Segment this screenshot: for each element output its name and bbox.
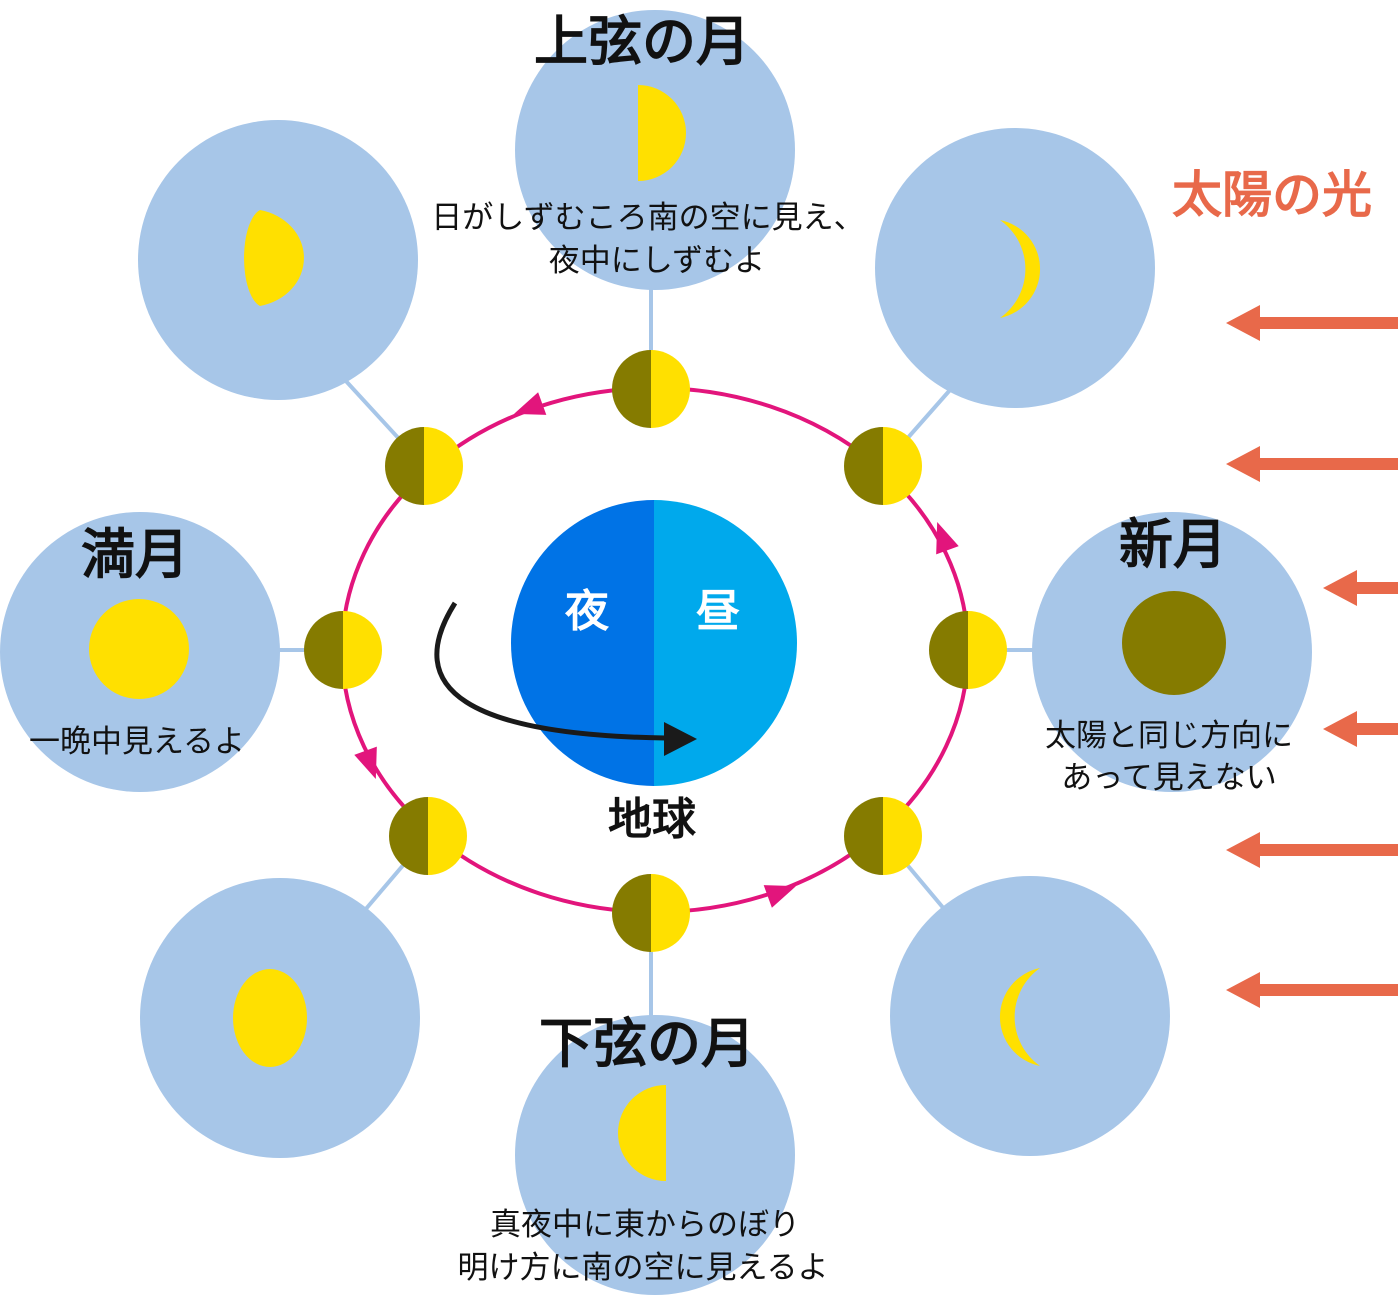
sunlight-arrow-icon bbox=[1323, 711, 1398, 747]
first-quarter-moon-icon bbox=[638, 85, 686, 181]
waxing-gibbous-moon-icon bbox=[244, 210, 304, 306]
sky-view-waxing-crescent bbox=[875, 128, 1155, 408]
earth-day-label: 昼 bbox=[696, 586, 740, 637]
full-moon-note-line-1: 一晩中見えるよ bbox=[29, 724, 245, 760]
orbit-moon-bottom-left bbox=[389, 797, 467, 875]
earth: 夜 昼 bbox=[511, 500, 797, 786]
sky-view-new-moon bbox=[1032, 512, 1312, 792]
sky-view-last-quarter bbox=[515, 1015, 795, 1295]
orbit-moons bbox=[304, 350, 1007, 952]
first-quarter-title: 上弦の月 bbox=[534, 10, 750, 73]
orbit-moon-top-left bbox=[385, 427, 463, 505]
last-quarter-moon-icon bbox=[618, 1085, 666, 1181]
sunlight-title: 太陽の光 bbox=[1172, 166, 1372, 224]
last-quarter-note-line-2: 明け方に南の空に見えるよ bbox=[457, 1250, 828, 1286]
sunlight-arrow-icon bbox=[1226, 446, 1398, 482]
sky-view-waxing-gibbous bbox=[138, 120, 418, 400]
earth-rotation-arrow bbox=[434, 601, 697, 756]
full-moon-title: 満月 bbox=[81, 523, 189, 586]
earth-night-label: 夜 bbox=[564, 586, 610, 637]
sunlight-arrow-icon bbox=[1226, 305, 1398, 341]
first-quarter-note-line-1: 日がしずむころ南の空に見え、 bbox=[431, 200, 864, 236]
new-moon-title: 新月 bbox=[1119, 513, 1227, 576]
orbit-arrow-icon bbox=[514, 392, 547, 415]
sky-view-first-quarter bbox=[515, 10, 795, 290]
orbit-moon-left bbox=[304, 611, 382, 689]
first-quarter-note-line-2: 夜中にしずむよ bbox=[549, 243, 765, 279]
sky-view-waning-crescent bbox=[890, 876, 1170, 1156]
waning-gibbous-moon-icon bbox=[233, 969, 307, 1067]
full-moon-icon bbox=[89, 599, 189, 699]
sunlight-arrow-icon bbox=[1226, 972, 1398, 1008]
waxing-crescent-moon-icon bbox=[1000, 220, 1041, 318]
last-quarter-title: 下弦の月 bbox=[539, 1012, 755, 1075]
orbit-moon-top-right bbox=[844, 427, 922, 505]
orbit-arrow-icon bbox=[354, 746, 377, 779]
orbit-moon-top bbox=[612, 350, 690, 428]
sky-circle bbox=[875, 128, 1155, 408]
sky-circle bbox=[890, 876, 1170, 1156]
sky-view-full-moon bbox=[0, 512, 280, 792]
orbit-moon-right bbox=[929, 611, 1007, 689]
last-quarter-note-line-1: 真夜中に東からのぼり bbox=[490, 1207, 800, 1243]
sky-view-waning-gibbous bbox=[140, 878, 420, 1158]
sunlight-arrows bbox=[1226, 305, 1398, 1008]
orbit-moon-bottom bbox=[612, 874, 690, 952]
orbit-arrow-icon bbox=[936, 522, 959, 555]
orbit-arrow-icon bbox=[763, 885, 796, 908]
new-moon-icon bbox=[1122, 591, 1226, 695]
rotation-arrowhead-icon bbox=[664, 722, 697, 756]
sunlight-arrow-icon bbox=[1323, 570, 1398, 606]
sunlight-arrow-icon bbox=[1226, 832, 1398, 868]
earth-label: 地球 bbox=[608, 794, 697, 845]
new-moon-note-line-1: 太陽と同じ方向に bbox=[1045, 718, 1293, 754]
earth-night-side bbox=[511, 500, 654, 786]
waning-crescent-moon-icon bbox=[999, 968, 1040, 1066]
earth-day-side bbox=[654, 500, 797, 786]
orbit-direction-arrows bbox=[354, 392, 959, 908]
rotation-curve bbox=[434, 601, 666, 741]
new-moon-note-line-2: あって見えない bbox=[1061, 760, 1276, 796]
orbit-moon-bottom-right bbox=[844, 797, 922, 875]
